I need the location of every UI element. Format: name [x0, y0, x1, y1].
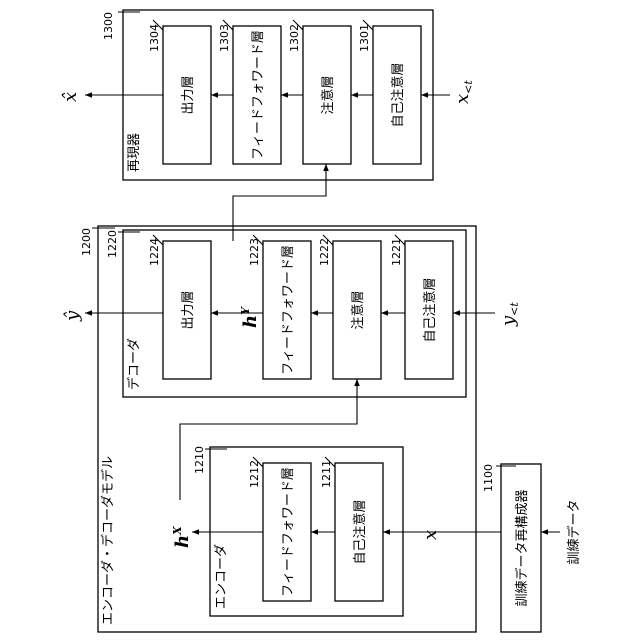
decoder-feed-forward-ref: 1223	[248, 238, 261, 266]
reproducer-title: 再現器	[127, 133, 142, 172]
reconstructor-ref: 1100	[482, 464, 495, 492]
model-title: エンコーダ・デコーダモデル	[100, 456, 116, 625]
reproducer-input-symbol: x<t	[452, 80, 475, 104]
decoder-output-symbol: ŷ	[62, 310, 83, 322]
training-data-label: 訓練データ	[566, 499, 582, 564]
decoder-feed-forward-label: フィードフォワード層	[281, 245, 296, 375]
reproducer-output-ref: 1304	[148, 24, 161, 52]
decoder-ref: 1220	[106, 230, 119, 258]
encoder-self-attention-label: 自己注意層	[352, 499, 368, 564]
decoder-attention-label: 注意層	[350, 290, 366, 329]
reproducer-ref: 1300	[102, 12, 115, 40]
reproducer-feed-forward-label: フィードフォワード層	[251, 30, 266, 160]
reproducer-output-label: 出力層	[181, 75, 196, 114]
reproducer-feed-forward-ref: 1303	[218, 24, 231, 52]
decoder-self-attention-label: 自己注意層	[422, 277, 438, 342]
reproducer-output-symbol: x̂	[60, 92, 81, 102]
decoder-title: デコーダ	[126, 338, 142, 390]
reproducer-attention-ref: 1302	[288, 24, 301, 52]
encoder-decoder-model-block: エンコーダ・デコーダモデル 1200 デコーダ 1220 出力層 1224 フィ…	[62, 226, 521, 632]
decoder-output-ref: 1224	[148, 238, 161, 266]
decoder-input-symbol: y<t	[498, 302, 521, 327]
encoder-self-attention-ref: 1211	[320, 460, 333, 488]
reconstructor-block: 訓練データ再構成器 1100 訓練データ	[482, 464, 582, 632]
decoder-self-attention-ref: 1221	[390, 238, 403, 266]
model-ref: 1200	[80, 228, 93, 256]
reproducer-self-attention-label: 自己注意層	[390, 62, 406, 127]
decoder-output-label: 出力層	[181, 290, 196, 329]
encoder-ref: 1210	[193, 446, 206, 474]
encoder-feed-forward-ref: 1212	[248, 460, 261, 488]
reproducer-block: 再現器 1300 出力層 1304 フィードフォワード層 1303 注意層 13…	[60, 10, 475, 180]
encoder-title: エンコーダ	[214, 544, 229, 609]
encoder-feed-forward-label: フィードフォワード層	[281, 467, 296, 597]
encoder-input-symbol: x	[420, 530, 441, 540]
reproducer-attention-label: 注意層	[320, 75, 336, 114]
decoder-attention-ref: 1222	[318, 238, 331, 266]
reconstructor-label: 訓練データ再構成器	[514, 489, 530, 606]
reproducer-self-attention-ref: 1301	[358, 24, 371, 52]
